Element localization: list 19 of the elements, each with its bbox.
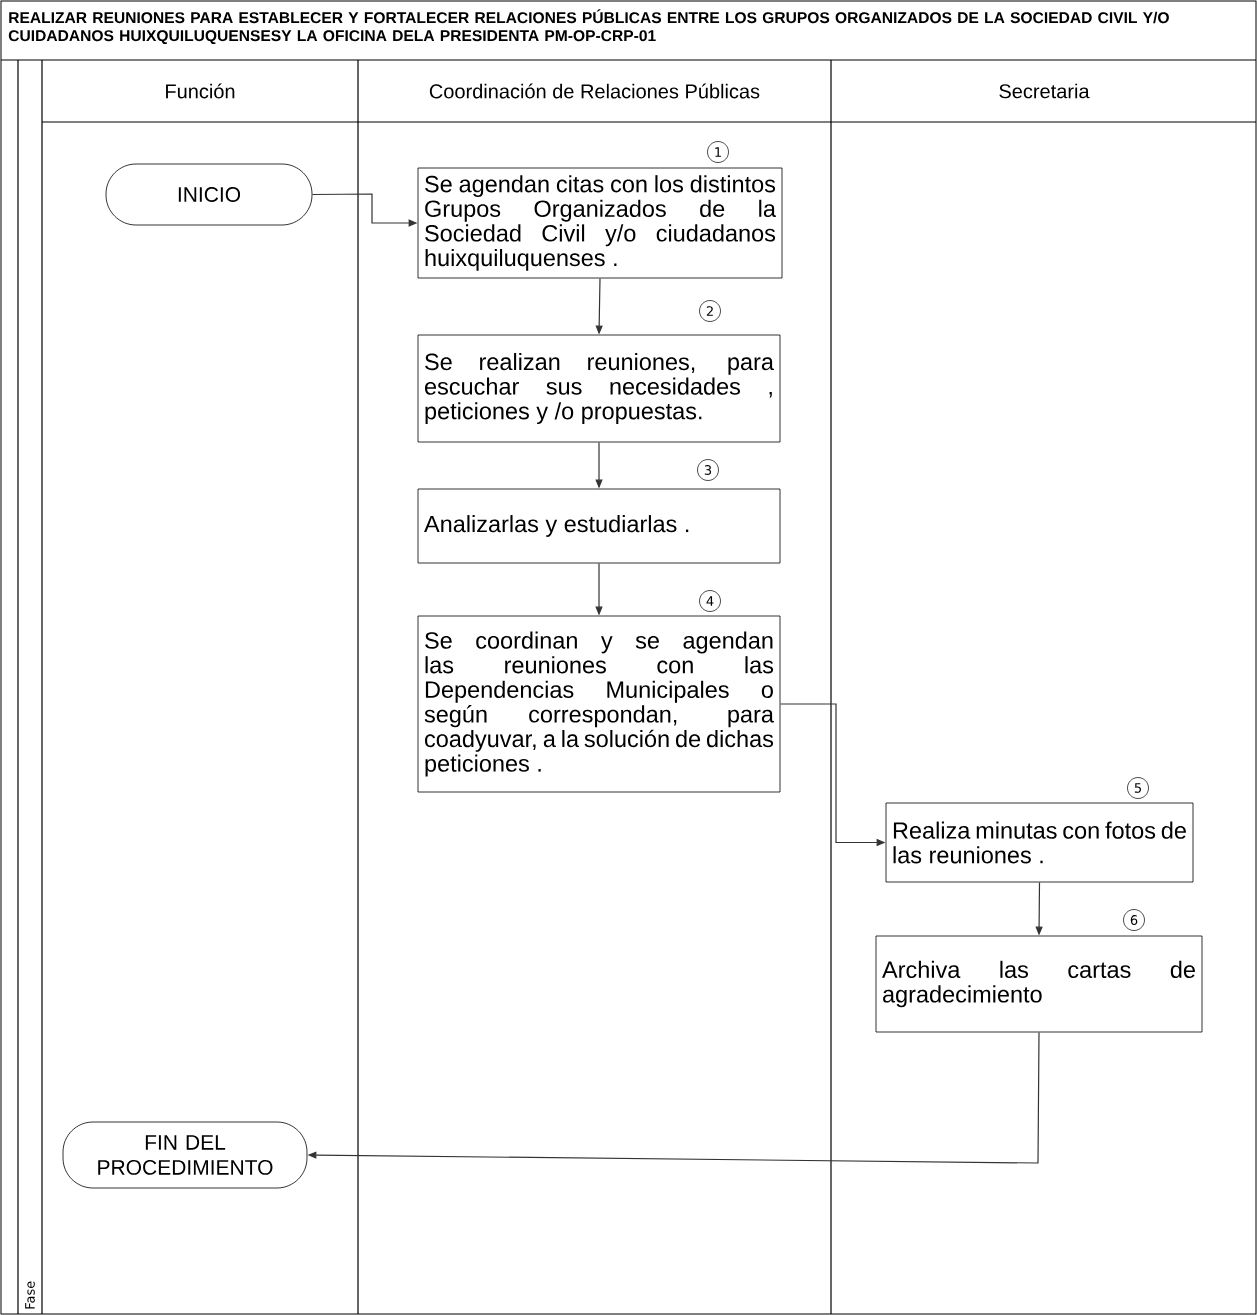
phase-label: Fase	[25, 1281, 35, 1309]
process-box: Se agendan citas con los distintos Grupos Organizados de la Sociedad Civil y/o ciudadanos huixquiluquenses .	[417, 167, 783, 279]
step-number: 6	[1123, 909, 1145, 931]
process-box: Se realizan reuniones, para escuchar sus necesidades , peticiones y /o propuestas.	[417, 334, 781, 443]
step-number: 2	[699, 300, 721, 322]
lane-header: Secretaria	[999, 83, 1090, 99]
step-number: 1	[707, 141, 729, 163]
title: REALIZAR REUNIONES PARA ESTABLECER Y FORTALECER RELACIONES PÚBLICAS ENTRE LOS GRUPOS ORGANIZADOS DE LA SOCIEDAD CIVIL Y/O CUIDADANOS HUIXQUILUQUENSESY LA OFICINA DELA PRESIDENTA PM-OP-CRP-01	[8, 9, 1169, 45]
step-number: 3	[697, 459, 719, 481]
process-box: Se coordinan y se agendan las reuniones con las Dependencias Municipales o según correspondan, para coadyuvar, a la solución de dichas peticiones .	[417, 615, 781, 793]
process-box: Realiza minutas con fotos de las reuniones .	[885, 802, 1194, 883]
lane-header: Función	[166, 83, 235, 99]
process-box: Analizarlas y estudiarlas .	[417, 488, 781, 564]
lane-header: Coordinación de Relaciones Públicas	[429, 83, 760, 99]
step-number: 4	[699, 590, 721, 612]
terminator: INICIO	[105, 163, 313, 226]
step-number: 5	[1127, 777, 1149, 799]
terminator: FIN DEL PROCEDIMIENTO	[62, 1121, 308, 1189]
process-box: Archiva las cartas de agradecimiento	[875, 935, 1203, 1033]
